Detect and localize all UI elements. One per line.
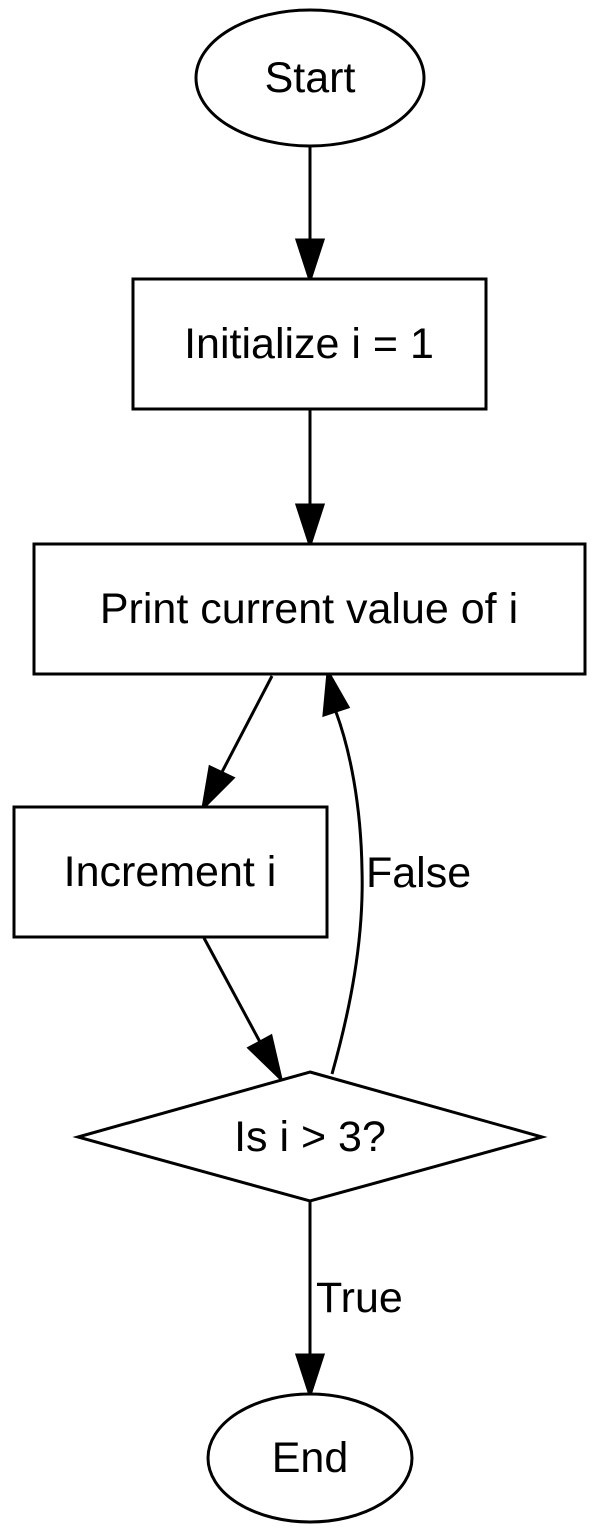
edge-label-false: False <box>366 849 471 897</box>
edge-init-to-print <box>294 410 326 550</box>
arrowhead <box>294 1353 326 1400</box>
node-end-label: End <box>272 1434 349 1482</box>
edge-decision-to-end-true <box>294 1202 326 1400</box>
arrowhead <box>322 667 351 718</box>
edge-decision-to-print-false <box>322 667 364 1075</box>
arrowhead <box>246 1033 284 1084</box>
node-print: Print current value of i <box>32 542 587 676</box>
node-initialize-label: Initialize i = 1 <box>184 320 434 368</box>
node-end: End <box>206 1392 414 1524</box>
edge-increment-to-decision <box>202 937 284 1084</box>
node-increment-label: Increment i <box>64 848 277 896</box>
node-start: Start <box>194 8 426 148</box>
arrowhead <box>294 238 326 285</box>
arrowhead <box>294 503 326 550</box>
edge-label-true: True <box>316 1274 403 1322</box>
node-increment: Increment i <box>12 805 329 939</box>
node-decision-label: Is i > 3? <box>234 1113 386 1161</box>
node-initialize: Initialize i = 1 <box>131 277 488 411</box>
edge-start-to-init <box>294 146 326 285</box>
node-start-label: Start <box>265 54 356 102</box>
edge-print-to-increment <box>200 675 274 813</box>
node-print-label: Print current value of i <box>100 585 518 633</box>
node-decision: Is i > 3? <box>72 1070 548 1203</box>
arrowhead <box>200 764 236 813</box>
